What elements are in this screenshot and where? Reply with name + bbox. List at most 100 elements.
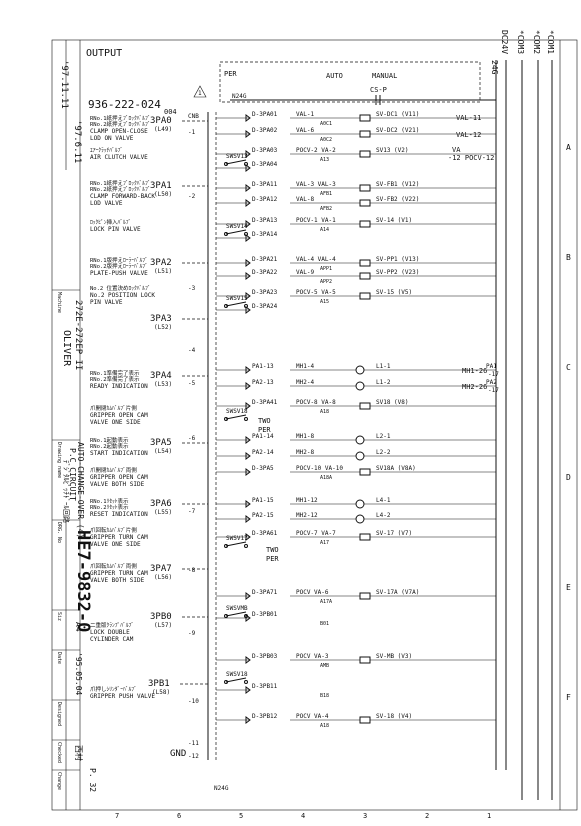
rung-coil: SV18A (V8A): [376, 465, 416, 472]
auto-label: AUTO: [326, 72, 343, 80]
rung-id: D-3PA41: [252, 399, 278, 406]
diode-icon: [245, 716, 251, 724]
output-loc: (L50): [154, 191, 172, 198]
rung-wire: MH2-8: [296, 449, 314, 456]
output-jp2: RNo.2紙押えﾌﾞﾛｯｸﾊﾞﾙﾌﾞ: [90, 185, 151, 193]
solenoid-coil-icon: [359, 220, 371, 228]
part-number: 936-222-024: [88, 98, 161, 111]
rung-id: PA2-14: [252, 449, 274, 456]
rung-id: D-3PA23: [252, 289, 278, 296]
output-addr: 3PA4: [150, 371, 172, 381]
output-desc: GRIPPER TURN CAM: [90, 534, 148, 541]
ext-box-label: PER: [224, 70, 237, 78]
rung-sub: B18: [320, 693, 329, 699]
switch-contact-icon: [225, 677, 247, 683]
lamp-icon: [355, 435, 365, 445]
solenoid-coil-icon: [359, 592, 371, 600]
output-6: 3PA3(L52): [150, 314, 208, 331]
solenoid-coil-icon: [359, 272, 371, 280]
switch-contact-icon: [225, 301, 247, 307]
rung-coil: SV18 (V8): [376, 399, 409, 406]
scale-mark-5: 2: [425, 812, 429, 820]
scale-mark-0: 7: [115, 812, 119, 820]
output-desc: GRIPPER PUSH VALVE: [90, 693, 155, 700]
solenoid-coil-icon: [359, 533, 371, 541]
rung-coil: SV-FB2 (V22): [376, 196, 419, 203]
svg-text:TWO: TWO: [266, 546, 279, 554]
diode-icon: [245, 402, 251, 410]
bus-labels: *COM1 *COM2 *COM3 DC24V 24G: [490, 30, 555, 75]
terminal-8: -8: [188, 567, 196, 574]
diode-icon: [245, 259, 251, 267]
output-addr: 3PA7: [150, 564, 172, 574]
switch-contact-icon: [225, 541, 247, 547]
switch-label: SWSVMB: [226, 605, 248, 612]
rung-id: D-3PA14: [252, 231, 278, 238]
output-jp1: 爪回転ｶﾑﾊﾞﾙﾌﾞ片側: [90, 526, 137, 534]
rung-wire: POCV VA-3: [296, 653, 329, 660]
terminal-10: -10: [188, 698, 199, 705]
lamp-icon: [355, 514, 365, 524]
rung-sub: AFB2: [320, 206, 332, 212]
output-desc: CLAMP OPEN-CLOSE: [90, 128, 148, 135]
switch-0: SWSV13: [224, 153, 248, 166]
rung-coil: L4-1: [376, 497, 391, 504]
output-jp1: 爪回転ｶﾑﾊﾞﾙﾌﾞ両側: [90, 562, 137, 570]
n24g-top: N24G: [232, 93, 247, 100]
output-desc: AIR CLUTCH VALVE: [90, 154, 148, 161]
machine-model: 272E-272EP II: [73, 300, 83, 370]
diode-icon: [245, 184, 251, 192]
scale-mark-1: 6: [177, 812, 181, 820]
output-loc: (L55): [154, 509, 172, 516]
output-loc: (L49): [154, 126, 172, 133]
switch-label: SWSV13: [226, 153, 248, 160]
output-jp1: RNo.1準備完了表示: [90, 369, 140, 377]
power-buses: [495, 60, 553, 800]
rung-id: D-3PB03: [252, 653, 278, 660]
svg-text:PA1: PA1: [486, 363, 497, 370]
rung-id: D-3PA04: [252, 161, 278, 168]
scale-mark-4: 3: [363, 812, 367, 820]
rung-id: D-3PA12: [252, 196, 278, 203]
rung-wire: POCV VA-4: [296, 713, 329, 720]
rung-sub: A18: [320, 409, 329, 415]
diode-icon: [245, 199, 251, 207]
terminal-numbers: CNB-1-2-3-4-5-6-7-8-9-10-11-12: [188, 113, 199, 760]
rung-wire: MH2-12: [296, 512, 318, 519]
output-jp2: RNo.2ﾘｾｯﾄ表示: [90, 503, 129, 511]
switch-3: SWSV18: [224, 408, 248, 421]
rung-id: PA1-15: [252, 497, 274, 504]
side-letter-5: F: [566, 693, 571, 702]
bus-24g: 24G: [490, 60, 499, 75]
rung-wire: MH1-8: [296, 433, 314, 440]
manual-label: MANUAL: [372, 72, 397, 80]
rung-coil: SV-PP2 (V23): [376, 269, 419, 276]
terminal-6: -6: [188, 435, 196, 442]
switch-contact-icon: [225, 414, 247, 420]
rung-wire: POCV-1 VA-1: [296, 217, 336, 224]
diode-icon: [245, 533, 251, 541]
drawing-border: [51, 39, 578, 811]
rung-wire: MH2-4: [296, 379, 314, 386]
solenoid-coil-icon: [359, 656, 371, 664]
diode-icon: [245, 686, 251, 694]
diode-icon: [245, 130, 251, 138]
output-jp1: No.2 位置決めﾛｯｸﾊﾞﾙﾌﾞ: [90, 284, 151, 292]
output-desc: GRIPPER OPEN CAM: [90, 474, 148, 481]
rung-coil: SV-PP1 (V13): [376, 256, 419, 263]
switches: SWSV13SWSV14SWSV15SWSV18SWSV17SWSVMBSWSV…: [224, 153, 248, 684]
solenoid-coil-icon: [359, 292, 371, 300]
title-block: '97.11.11 '97.6.11 Machine OLIVER 272E-2…: [52, 40, 97, 810]
